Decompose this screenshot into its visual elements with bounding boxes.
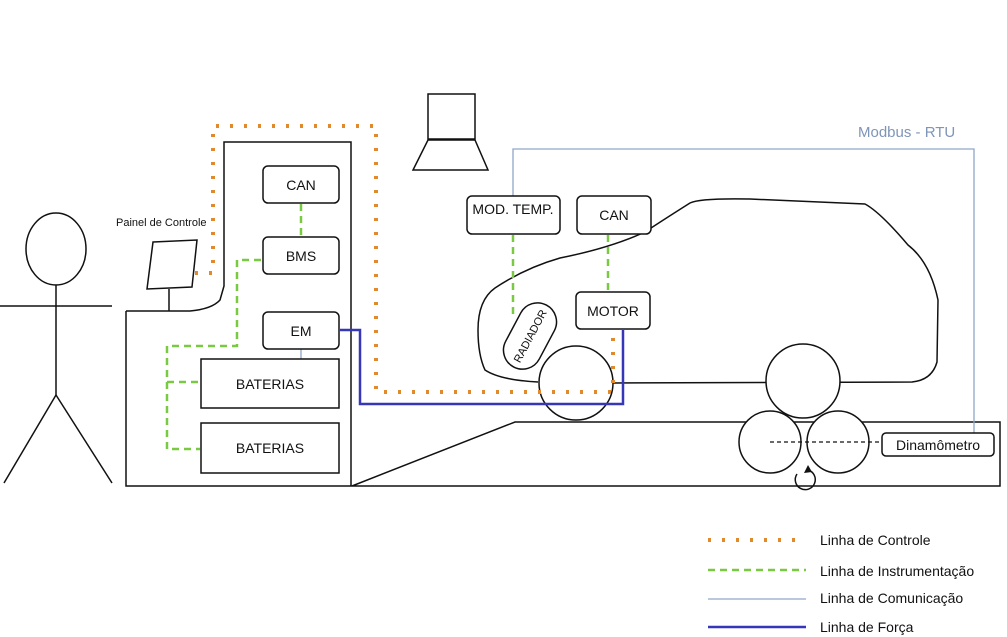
svg-text:MOTOR: MOTOR bbox=[587, 303, 639, 319]
legend: Linha de Controle Linha de Instrumentaçã… bbox=[708, 532, 974, 635]
control-panel-label: Painel de Controle bbox=[116, 217, 207, 229]
svg-text:CAN: CAN bbox=[599, 207, 629, 223]
bms-box: BMS bbox=[262, 236, 340, 275]
rear-wheel-icon bbox=[765, 343, 841, 419]
legend-label-control: Linha de Controle bbox=[820, 532, 931, 548]
communication-line-modbus bbox=[512, 148, 975, 433]
svg-text:MOD. TEMP.: MOD. TEMP. bbox=[472, 201, 553, 217]
motor-box: MOTOR bbox=[575, 291, 651, 330]
rotation-arrow-icon bbox=[794, 465, 817, 491]
front-wheel-icon bbox=[538, 345, 614, 421]
legend-label-communication: Linha de Comunicação bbox=[820, 590, 963, 606]
dynamometer-box: Dinamômetro bbox=[881, 432, 995, 457]
mod-temp-box: MOD. TEMP. bbox=[466, 195, 561, 235]
svg-text:BMS: BMS bbox=[286, 248, 316, 264]
can-box-car: CAN bbox=[576, 195, 652, 235]
laptop-icon bbox=[411, 93, 490, 171]
svg-text:Dinamômetro: Dinamômetro bbox=[896, 437, 980, 453]
control-panel-tablet-icon bbox=[146, 239, 198, 311]
modbus-label: Modbus - RTU bbox=[858, 124, 955, 141]
battery-box-1: BATERIAS bbox=[200, 358, 340, 409]
em-box: EM bbox=[262, 311, 340, 350]
legend-label-instrumentation: Linha de Instrumentação bbox=[820, 563, 974, 579]
test-bench-outline bbox=[125, 141, 1001, 487]
battery-box-2: BATERIAS bbox=[200, 422, 340, 474]
power-line bbox=[340, 328, 625, 406]
person-icon bbox=[0, 212, 113, 484]
instrumentation-line-bms-batteries bbox=[165, 258, 261, 451]
legend-label-power: Linha de Força bbox=[820, 619, 914, 635]
svg-text:EM: EM bbox=[291, 323, 312, 339]
svg-text:BATERIAS: BATERIAS bbox=[236, 440, 304, 456]
radiator-box: RADIADOR bbox=[502, 302, 558, 370]
can-box-bench: CAN bbox=[262, 165, 340, 204]
roller-icon bbox=[806, 410, 870, 474]
svg-text:BATERIAS: BATERIAS bbox=[236, 376, 304, 392]
svg-text:CAN: CAN bbox=[286, 177, 316, 193]
